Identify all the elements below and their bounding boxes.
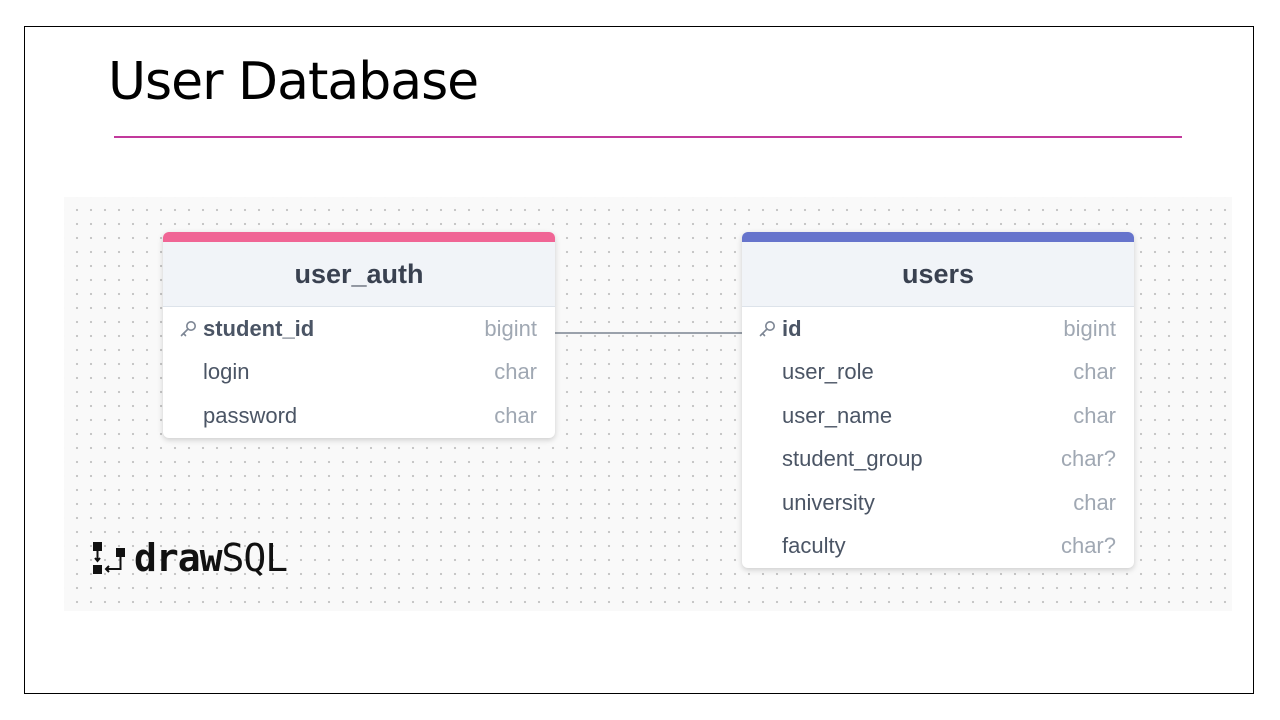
key-icon <box>180 320 196 337</box>
key-icon <box>759 320 775 337</box>
column-type: char <box>1073 489 1116 515</box>
column-row-id[interactable]: id bigint <box>742 307 1134 351</box>
table-title[interactable]: user_auth <box>163 242 555 307</box>
column-name: faculty <box>782 533 846 559</box>
table-columns: id bigint user_role char user_name char … <box>742 307 1134 568</box>
column-type: char <box>494 402 537 428</box>
column-name: id <box>782 315 802 341</box>
column-type: bigint <box>484 315 537 341</box>
column-name: user_name <box>782 402 893 428</box>
drawsql-logo-icon <box>93 542 125 574</box>
column-name: login <box>203 359 250 385</box>
slide-title: User Database <box>108 52 479 112</box>
column-row-university[interactable]: university char <box>742 481 1134 525</box>
column-row-faculty[interactable]: faculty char? <box>742 525 1134 569</box>
column-type: char <box>1073 402 1116 428</box>
column-name: password <box>203 402 298 428</box>
table-accent-bar <box>163 232 555 242</box>
logo-text-light: SQL <box>221 536 289 580</box>
column-row-student-id[interactable]: student_id bigint <box>163 307 555 351</box>
column-row-login[interactable]: login char <box>163 351 555 395</box>
column-name: user_role <box>782 359 874 385</box>
column-row-user-role[interactable]: user_role char <box>742 351 1134 395</box>
column-row-password[interactable]: password char <box>163 394 555 438</box>
column-type: char <box>1073 359 1116 385</box>
table-accent-bar <box>742 232 1134 242</box>
column-type: bigint <box>1063 315 1116 341</box>
table-title[interactable]: users <box>742 242 1134 307</box>
table-user-auth[interactable]: user_auth student_id bigint login char p… <box>163 232 555 438</box>
column-type: char? <box>1060 446 1116 472</box>
column-name: student_group <box>782 446 923 472</box>
table-users[interactable]: users id bigint user_role char user_name… <box>742 232 1134 568</box>
column-row-user-name[interactable]: user_name char <box>742 394 1134 438</box>
column-name: student_id <box>203 315 315 341</box>
slide-frame <box>24 26 1254 694</box>
table-columns: student_id bigint login char password ch… <box>163 307 555 438</box>
logo-text-bold: draw <box>134 536 223 580</box>
column-row-student-group[interactable]: student_group char? <box>742 438 1134 482</box>
column-type: char <box>494 359 537 385</box>
column-name: university <box>782 489 875 515</box>
relationship-connector[interactable] <box>555 332 742 334</box>
column-type: char? <box>1060 533 1116 559</box>
title-divider <box>114 136 1182 138</box>
